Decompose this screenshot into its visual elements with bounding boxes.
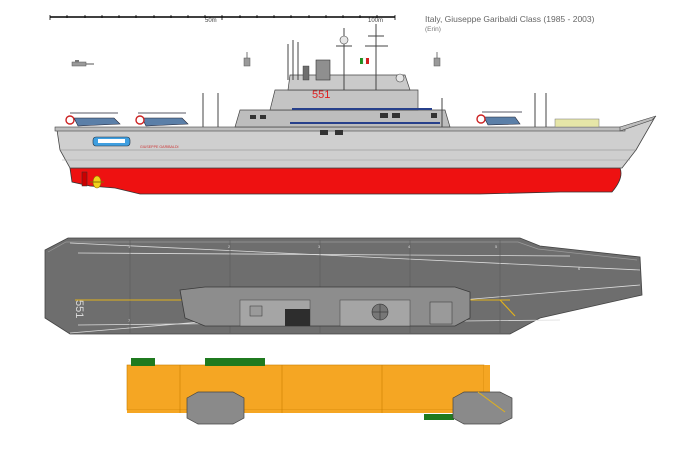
deck-hull-number: 551 bbox=[73, 300, 85, 318]
armor-green-3 bbox=[424, 414, 454, 420]
detail-drawing-gun bbox=[71, 60, 94, 67]
scale-end-label: 100m bbox=[368, 18, 384, 24]
detail-drawing-mast bbox=[243, 52, 441, 67]
rescue-boat bbox=[92, 136, 131, 147]
helicopter-1 bbox=[65, 112, 121, 127]
helicopter-2 bbox=[135, 112, 189, 127]
flight-deck-plan-view: 551 1 2 3 4 5 6 7 bbox=[44, 237, 643, 335]
hull-name: GIUSEPPE GARIBALDI bbox=[140, 145, 179, 149]
svg-text:7: 7 bbox=[128, 318, 131, 323]
armor-pod-left bbox=[186, 391, 245, 425]
side-profile-view: 551 GIUSEPPE GARIBALDI bbox=[54, 24, 657, 195]
armor-green-1 bbox=[131, 358, 155, 366]
island-base bbox=[234, 109, 451, 128]
armor-main-block bbox=[126, 364, 485, 411]
svg-text:5: 5 bbox=[495, 244, 498, 249]
scale-mid-label: 50m bbox=[205, 18, 217, 24]
armor-green-2 bbox=[205, 358, 265, 366]
armor-pod-right bbox=[452, 391, 513, 425]
plate-author: (Erin) bbox=[425, 26, 441, 33]
funnel bbox=[315, 59, 331, 81]
svg-text:6: 6 bbox=[578, 266, 581, 271]
scale-bar bbox=[49, 15, 396, 20]
svg-text:4: 4 bbox=[408, 244, 411, 249]
svg-text:1: 1 bbox=[128, 244, 131, 249]
island-hull-number: 551 bbox=[312, 89, 330, 101]
svg-text:2: 2 bbox=[228, 244, 231, 249]
italian-flag bbox=[360, 57, 369, 65]
helicopter-3 bbox=[476, 111, 522, 126]
island-mid bbox=[269, 89, 419, 111]
svg-text:3: 3 bbox=[318, 244, 321, 249]
plate-title: Italy, Giuseppe Garibaldi Class (1985 - … bbox=[425, 14, 595, 24]
propeller bbox=[81, 171, 104, 189]
armor-scheme-view bbox=[126, 358, 513, 425]
island-footprint bbox=[179, 286, 471, 327]
hull-underwater bbox=[69, 167, 622, 195]
mast-array bbox=[202, 24, 547, 127]
